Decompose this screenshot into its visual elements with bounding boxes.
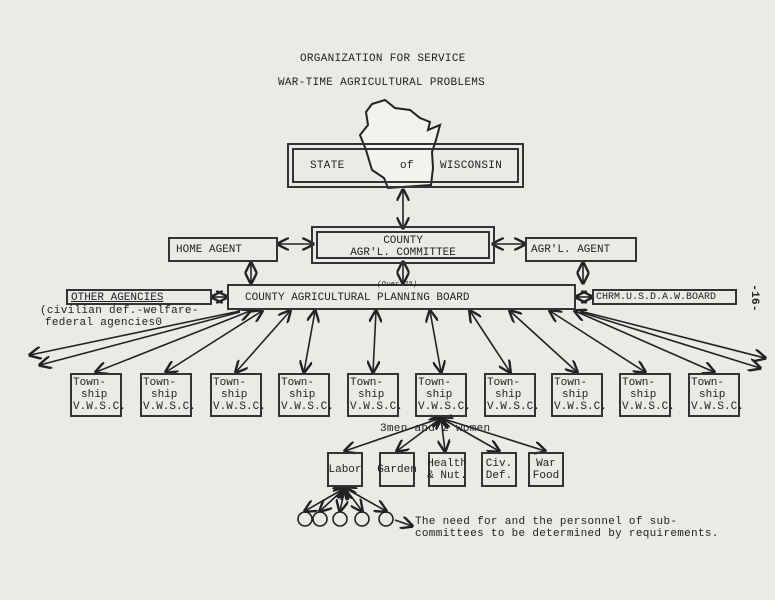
wisconsin-map-icon — [358, 98, 442, 190]
arrow — [345, 488, 386, 511]
arrow — [470, 311, 510, 372]
note-line-1: The need for and the personnel of sub- — [415, 516, 678, 528]
arrow — [345, 488, 362, 511]
state-label: STATE — [310, 160, 345, 172]
subcommittee-health: Health & Nut. — [427, 452, 467, 487]
subcommittee-civ-def: Civ. Def. — [481, 452, 517, 487]
arrow — [373, 311, 376, 372]
subcommittee-circle — [332, 511, 348, 527]
subcommittee-war-food: War Food — [528, 452, 564, 487]
arrow — [40, 311, 241, 365]
arrow — [575, 311, 714, 372]
other-agencies-desc: (civilian def.-welfare- — [40, 305, 199, 317]
doc-subtitle: WAR-TIME AGRICULTURAL PROBLEMS — [278, 77, 486, 89]
page-number: -16- — [747, 284, 760, 312]
subcommittee-circle — [312, 511, 328, 527]
subcommittee-labor: Labor — [327, 452, 363, 487]
arrow — [430, 311, 441, 372]
arrow — [30, 310, 241, 355]
chrm-box: CHRM.U.S.D.A.W.BOARD — [592, 289, 737, 305]
subcommittee-circle — [297, 511, 313, 527]
subcommittee-garden: Garden — [377, 452, 417, 487]
arrow — [510, 311, 577, 372]
planning-board-box: COUNTY AGRICULTURAL PLANNING BOARD — [227, 284, 576, 310]
subcommittee-circle — [354, 511, 370, 527]
board-note: (Over 25) — [377, 281, 418, 289]
arrow — [394, 520, 412, 526]
subcommittee-circle — [378, 511, 394, 527]
wisconsin-label: WISCONSIN — [440, 160, 503, 172]
arrow — [236, 311, 290, 372]
arrow — [305, 488, 345, 511]
arrow — [579, 311, 760, 368]
arrow — [166, 311, 262, 372]
arrow — [441, 418, 545, 451]
membership-note: 3men and 2 women — [380, 423, 491, 435]
other-agencies-box: OTHER AGENCIES — [66, 289, 212, 305]
note-line-2: committees to be determined by requireme… — [415, 528, 719, 540]
home-agent-box: HOME AGENT — [168, 237, 278, 262]
arrow — [304, 311, 315, 372]
arrow — [579, 310, 765, 358]
other-agencies-desc-2: federal agencies0 — [45, 317, 163, 329]
arrow — [397, 418, 441, 451]
doc-title: ORGANIZATION FOR SERVICE — [300, 53, 466, 65]
state-of-label: of — [400, 160, 414, 172]
state-box — [287, 143, 524, 188]
agr-agent-box: AGR'L. AGENT — [525, 237, 637, 262]
